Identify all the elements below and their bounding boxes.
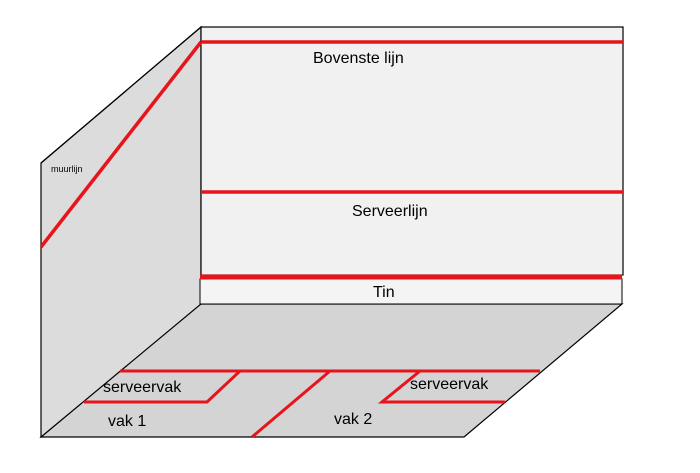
half-court-line — [251, 369, 331, 439]
serveervak-right-box — [377, 369, 505, 404]
vak-1-label: vak 1 — [108, 413, 146, 430]
muurlijn-label: muurlijn — [51, 164, 83, 174]
vak-2-label: vak 2 — [334, 411, 372, 428]
tin-label: Tin — [373, 284, 395, 301]
front-wall — [200, 26, 624, 276]
side-wall-top-edge — [40, 26, 202, 164]
muurlijn-line — [39, 40, 203, 249]
tin-board — [199, 278, 623, 305]
serveervak-left-box — [84, 369, 242, 404]
serveerlijn-label: Serveerlijn — [352, 203, 428, 220]
bovenste-lijn-label: Bovenste lijn — [313, 50, 404, 67]
serveervak-right-label: serveervak — [410, 376, 489, 393]
serveervak-left-label: serveervak — [103, 379, 182, 396]
